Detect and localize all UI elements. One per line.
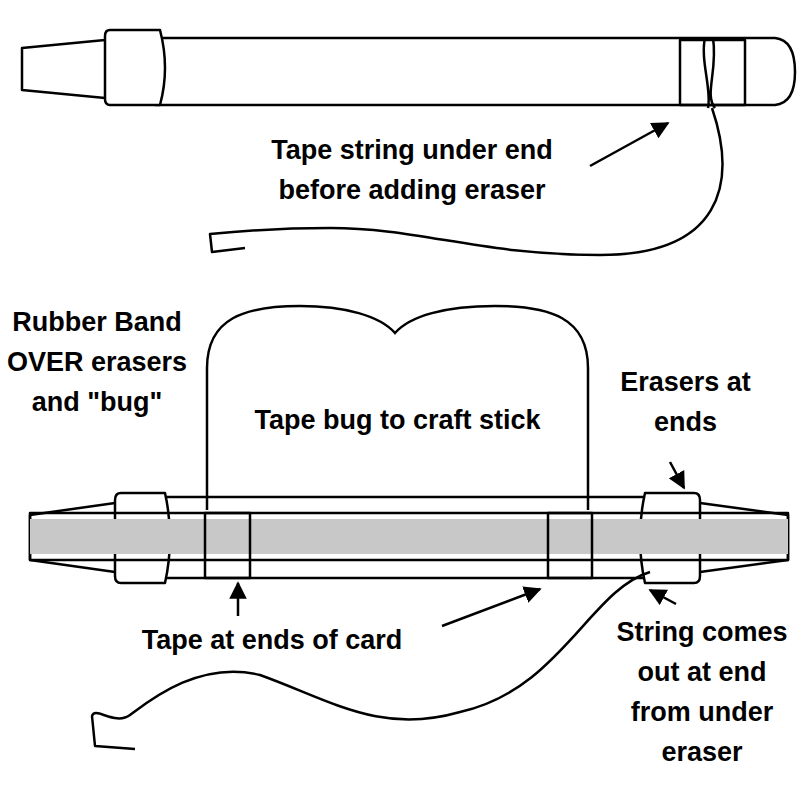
string	[210, 108, 722, 255]
instruction-label: Tape string under end before adding eras…	[232, 130, 592, 210]
bug-card: Tape bug to craft stick	[205, 298, 590, 578]
leader-arrow	[650, 590, 676, 604]
callout-label: Tape at ends of card	[112, 620, 432, 660]
eraser-cone	[22, 40, 105, 98]
card-outline-path	[207, 306, 588, 510]
leader-arrow	[237, 583, 240, 616]
card-outline	[205, 298, 590, 578]
craft-stick-band	[30, 519, 788, 554]
card-label: Tape bug to craft stick	[215, 400, 580, 440]
eraser-cap	[105, 30, 165, 105]
craft-stick	[30, 513, 788, 560]
string	[92, 572, 650, 749]
leader-arrow	[590, 123, 668, 166]
string-wrap	[704, 38, 715, 108]
leader-arrow	[442, 589, 540, 626]
leader-arrow	[670, 462, 684, 488]
callout-label: String comes out at end from under erase…	[604, 612, 800, 772]
tape-piece	[205, 513, 250, 578]
instruction-label: Rubber Band OVER erasers and "bug"	[6, 302, 188, 422]
tape-piece	[548, 513, 592, 578]
callout-label: Erasers at ends	[618, 362, 753, 442]
straw-body	[155, 38, 795, 105]
